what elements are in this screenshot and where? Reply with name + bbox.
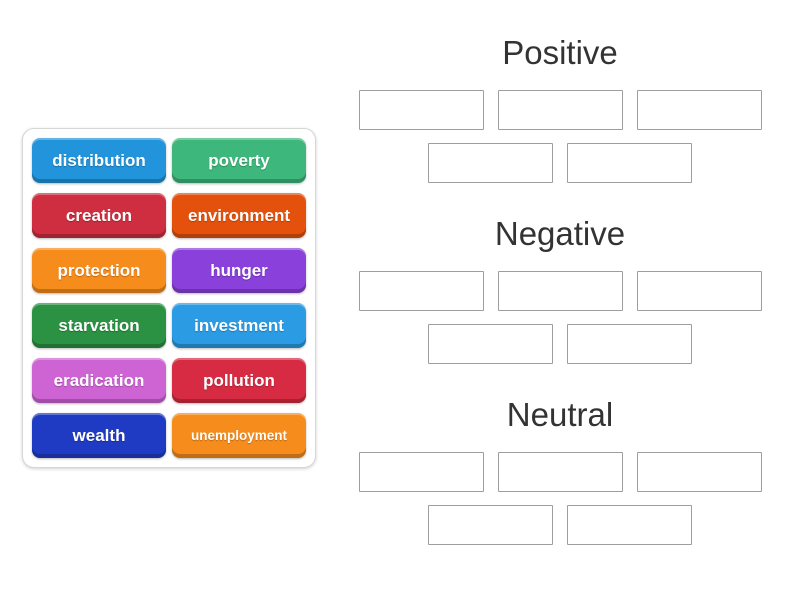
drop-slot-positive-4[interactable] bbox=[428, 142, 553, 183]
word-pool-panel: distribution poverty creation environmen… bbox=[22, 128, 316, 468]
groups-column: Positive Negative Ne bbox=[350, 34, 770, 545]
word-tile-pollution[interactable]: pollution bbox=[172, 358, 306, 403]
word-tile-starvation[interactable]: starvation bbox=[32, 303, 166, 348]
word-tile-investment[interactable]: investment bbox=[172, 303, 306, 348]
word-tile-poverty[interactable]: poverty bbox=[172, 138, 306, 183]
drop-slot-neutral-5[interactable] bbox=[567, 504, 692, 545]
group-title-positive: Positive bbox=[502, 34, 618, 71]
word-tile-distribution[interactable]: distribution bbox=[32, 138, 166, 183]
word-tile-protection[interactable]: protection bbox=[32, 248, 166, 293]
word-tile-unemployment[interactable]: unemployment bbox=[172, 413, 306, 458]
drop-slot-neutral-4[interactable] bbox=[428, 504, 553, 545]
group-title-negative: Negative bbox=[494, 214, 626, 252]
slot-row bbox=[358, 270, 762, 311]
word-tile-hunger[interactable]: hunger bbox=[172, 248, 306, 293]
slot-row bbox=[358, 89, 762, 130]
group-negative: Negative bbox=[350, 215, 770, 364]
drop-slot-positive-5[interactable] bbox=[567, 142, 692, 183]
slot-row bbox=[428, 142, 692, 183]
slot-row bbox=[428, 504, 692, 545]
drop-slot-neutral-2[interactable] bbox=[497, 451, 623, 492]
drop-slot-negative-2[interactable] bbox=[497, 270, 623, 311]
drop-slot-negative-3[interactable] bbox=[636, 270, 762, 311]
group-title-neutral: Neutral bbox=[506, 395, 614, 433]
word-tile-environment[interactable]: environment bbox=[172, 193, 306, 238]
drop-slot-positive-1[interactable] bbox=[358, 89, 484, 130]
group-positive: Positive bbox=[350, 34, 770, 183]
drop-slot-neutral-1[interactable] bbox=[358, 451, 484, 492]
word-tile-wealth[interactable]: wealth bbox=[32, 413, 166, 458]
slot-row bbox=[428, 323, 692, 364]
word-tile-creation[interactable]: creation bbox=[32, 193, 166, 238]
drop-slot-negative-4[interactable] bbox=[428, 323, 553, 364]
slot-row bbox=[358, 451, 762, 492]
drop-slot-negative-5[interactable] bbox=[567, 323, 692, 364]
drop-slot-negative-1[interactable] bbox=[358, 270, 484, 311]
drop-slot-neutral-3[interactable] bbox=[636, 451, 762, 492]
drop-slot-positive-3[interactable] bbox=[636, 89, 762, 130]
drop-slot-positive-2[interactable] bbox=[497, 89, 623, 130]
word-tile-eradication[interactable]: eradication bbox=[32, 358, 166, 403]
group-neutral: Neutral bbox=[350, 396, 770, 545]
